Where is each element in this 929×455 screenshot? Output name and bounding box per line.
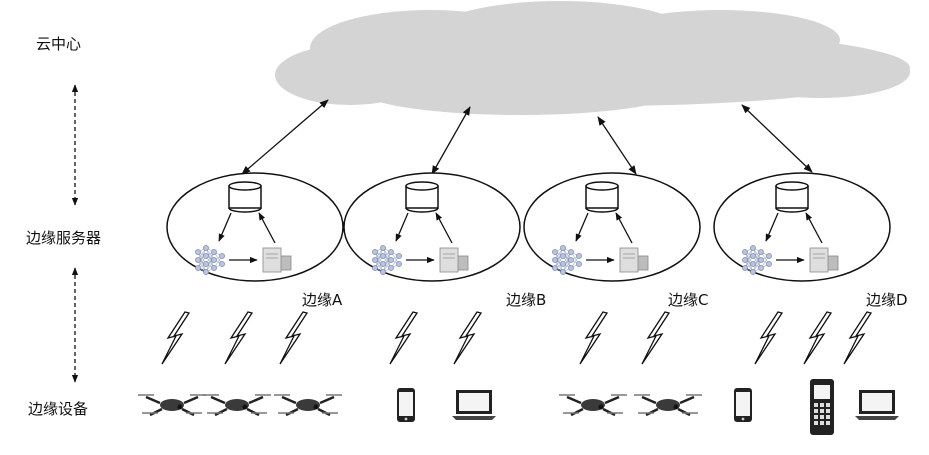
neural-network-icon (742, 245, 772, 275)
neural-network-icon (552, 245, 582, 275)
edge-cluster-d (713, 104, 899, 435)
laptop-icon (452, 390, 496, 420)
tier-label-edge-server: 边缘服务器 (26, 229, 102, 247)
wireless-link-icon (754, 311, 784, 365)
laptop-icon (855, 390, 899, 420)
drone-icon (559, 394, 627, 417)
server-icon (439, 247, 469, 273)
wireless-link-icon (803, 311, 833, 365)
neural-network-icon (372, 245, 402, 275)
wireless-link-icon (641, 311, 671, 365)
server-icon (619, 247, 649, 273)
edge-label-d: 边缘D (866, 291, 908, 309)
database-icon (585, 181, 619, 213)
internal-arrow (615, 212, 633, 244)
smartphone-icon (397, 388, 415, 422)
cloud-shape (275, 1, 910, 115)
internal-arrow (395, 212, 409, 242)
edge-server-circle-d (713, 172, 891, 282)
drone-icon (203, 394, 271, 417)
drone-icon (138, 394, 206, 417)
edge-cluster-a (138, 99, 344, 417)
internal-arrow (805, 212, 823, 244)
smartphone-icon (734, 388, 752, 422)
drone-icon (634, 394, 702, 417)
edge-server-circle-a (166, 172, 344, 282)
wireless-link-icon (579, 311, 609, 365)
edge-cluster-c (523, 116, 702, 417)
edge-label-b: 边缘B (506, 291, 547, 309)
edge-server-circle-c (523, 172, 701, 282)
server-icon (809, 247, 839, 273)
edge-server-circle-b (343, 172, 521, 282)
server-icon (262, 247, 292, 273)
edge-cluster-b (343, 106, 521, 422)
internal-arrow (218, 212, 232, 242)
wireless-link-icon (224, 311, 254, 365)
cloud-link-b (431, 106, 471, 175)
internal-arrow (765, 212, 779, 242)
wireless-link-icon (279, 311, 309, 365)
database-icon (775, 181, 809, 213)
edge-label-a: 边缘A (302, 291, 343, 309)
internal-arrow (258, 212, 276, 244)
wireless-link-icon (843, 311, 873, 365)
edge-label-c: 边缘C (668, 291, 709, 309)
wireless-link-icon (453, 311, 483, 365)
drone-icon (274, 394, 342, 417)
internal-arrow (575, 212, 589, 242)
wireless-link-icon (389, 311, 419, 365)
neural-network-icon (195, 245, 225, 275)
database-icon (405, 181, 439, 213)
tier-label-cloud: 云中心 (36, 35, 82, 53)
cloud-link-c (597, 116, 637, 175)
tier-label-edge-device: 边缘设备 (28, 400, 89, 418)
database-icon (228, 181, 262, 213)
internal-arrow (435, 212, 453, 244)
wireless-link-icon (161, 311, 191, 365)
keypad-phone-icon (810, 379, 834, 435)
cloud-link-d (741, 104, 813, 173)
cloud-link-a (241, 99, 329, 175)
